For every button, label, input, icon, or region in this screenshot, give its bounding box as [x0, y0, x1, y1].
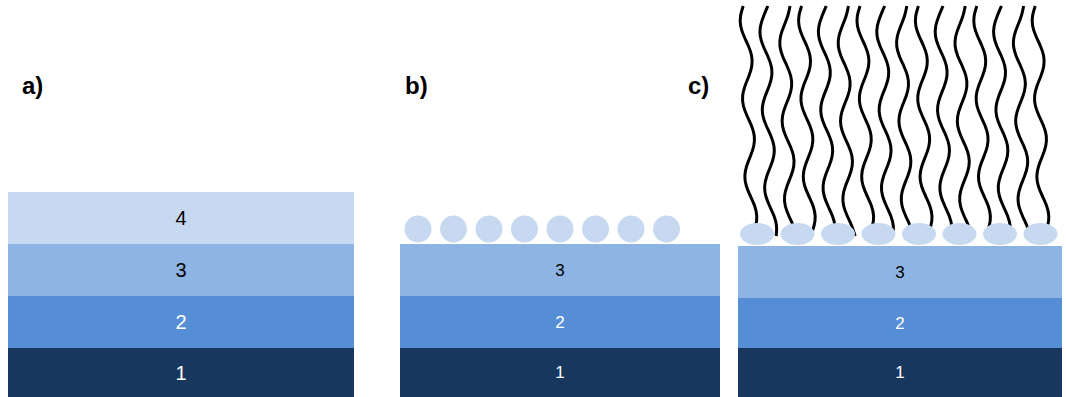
particles	[405, 216, 681, 243]
layer-band: 1	[400, 348, 720, 397]
layer-number: 2	[895, 315, 904, 332]
layer-band: 2	[8, 296, 354, 348]
layer-number: 3	[555, 262, 564, 279]
polymer-chain	[740, 6, 757, 236]
layer-band: 3	[8, 244, 354, 296]
particle	[653, 216, 680, 243]
polymer-chain	[818, 6, 835, 236]
particle	[476, 216, 503, 243]
polymer-chain	[1013, 6, 1030, 236]
layer-band: 3	[400, 244, 720, 296]
layer-number: 3	[175, 260, 186, 280]
layer-number: 2	[175, 312, 186, 332]
polymer-chain	[780, 6, 797, 236]
polymer-chain	[877, 6, 894, 236]
anchor-particle	[862, 223, 896, 245]
layer-band: 3	[738, 246, 1062, 298]
polymer-chain	[935, 6, 952, 236]
anchors	[740, 223, 1058, 245]
polymer-chain	[1032, 6, 1049, 236]
polymer-chain	[994, 6, 1011, 236]
layer-band: 2	[738, 298, 1062, 348]
polymer-chain	[857, 6, 874, 236]
particle	[618, 216, 645, 243]
layer-number: 2	[555, 314, 564, 331]
anchor-particle	[1024, 223, 1058, 245]
anchor-particle	[821, 223, 855, 245]
polymer-chain	[897, 6, 914, 236]
anchor-particle	[943, 223, 977, 245]
layer-band: 1	[8, 348, 354, 397]
particle	[440, 216, 467, 243]
particle	[511, 216, 538, 243]
anchor-particle	[902, 223, 936, 245]
polymer-chain	[915, 6, 932, 236]
anchor-particle	[740, 223, 774, 245]
layer-band: 1	[738, 348, 1062, 397]
particle	[582, 216, 609, 243]
anchor-particle	[781, 223, 815, 245]
panel-label: c)	[688, 74, 709, 98]
layer-number: 4	[175, 208, 186, 228]
particle	[405, 216, 432, 243]
panel-label: a)	[22, 74, 43, 98]
layer-number: 1	[175, 363, 186, 383]
layer-band: 2	[400, 296, 720, 348]
anchor-particle	[983, 223, 1017, 245]
polymer-chain	[799, 6, 816, 236]
layer-number: 3	[895, 264, 904, 281]
panel-label: b)	[405, 74, 428, 98]
particle	[547, 216, 574, 243]
polymer-chain	[974, 6, 991, 236]
polymer-chain	[760, 6, 777, 236]
polymer-chain	[955, 6, 972, 236]
layer-number: 1	[555, 364, 564, 381]
polymer-chains	[740, 6, 1049, 236]
polymer-chain	[838, 6, 855, 236]
layer-band: 4	[8, 192, 354, 244]
layer-number: 1	[895, 364, 904, 381]
